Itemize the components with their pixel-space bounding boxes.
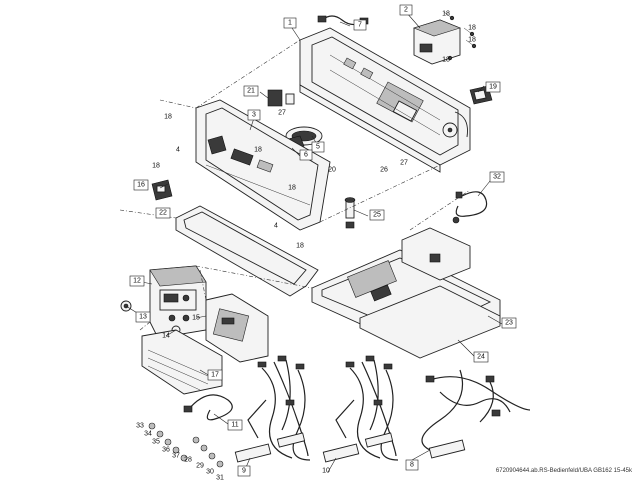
callout-5: 5	[316, 144, 320, 151]
callout-2: 2	[404, 7, 408, 14]
callout-32: 32	[493, 174, 501, 181]
callout-18c: 18	[468, 37, 476, 44]
part-12-control-housing	[149, 265, 207, 339]
callout-37: 37	[172, 453, 180, 460]
part-8-wiring-harness	[421, 369, 531, 459]
callout-36: 36	[162, 447, 170, 454]
part-22-front-cover	[175, 205, 319, 297]
assembly-guide-lines	[119, 39, 471, 331]
part-15-control-board	[205, 293, 269, 363]
callout-24: 24	[477, 354, 485, 361]
callout-18i: 18	[296, 243, 304, 250]
part-21-bracket	[267, 89, 295, 107]
callout-4a: 4	[176, 147, 180, 154]
part-32-sensor-cable	[452, 191, 488, 224]
callout-10: 10	[322, 468, 330, 475]
callout-3: 3	[252, 112, 256, 119]
callout-28: 28	[184, 457, 192, 464]
callout-33: 33	[136, 423, 144, 430]
callout-30: 30	[206, 469, 214, 476]
part-1-rear-housing	[299, 27, 471, 173]
part-10-wiring-harness	[322, 355, 399, 463]
callout-14: 14	[162, 333, 170, 340]
callout-18g: 18	[254, 147, 262, 154]
callout-18e: 18	[164, 114, 172, 121]
callout-labels: 1 2 3 4 4 5 6 7 8 9 10 11 12 13 14 15 16…	[129, 4, 517, 480]
callout-16: 16	[137, 182, 145, 189]
callout-34: 34	[144, 431, 152, 438]
callout-9: 9	[242, 468, 246, 475]
callout-22: 22	[159, 210, 167, 217]
callout-35: 35	[152, 439, 160, 446]
callout-31: 31	[216, 475, 224, 480]
callout-6: 6	[304, 152, 308, 159]
callout-17: 17	[211, 372, 219, 379]
callout-18a: 18	[442, 11, 450, 18]
screw-set-33-37	[148, 422, 224, 468]
callout-4b: 4	[274, 223, 278, 230]
part-16-switch	[151, 179, 173, 201]
part-11-cable	[183, 394, 233, 421]
callout-18f: 18	[152, 163, 160, 170]
callout-23: 23	[505, 320, 513, 327]
callout-27a: 27	[278, 110, 286, 117]
callout-18h: 18	[288, 185, 296, 192]
callout-21: 21	[247, 88, 255, 95]
callout-13: 13	[139, 314, 147, 321]
drawing-reference-code: 6720904644.ab.RS-Bedienfeld/UBA GB162 15…	[495, 468, 632, 474]
callout-18b: 18	[468, 25, 476, 32]
callout-19: 19	[489, 84, 497, 91]
callout-1: 1	[288, 20, 292, 27]
callout-11: 11	[231, 422, 238, 429]
callout-18d: 18	[442, 57, 450, 64]
callout-20: 20	[328, 167, 336, 174]
callout-12: 12	[133, 278, 141, 285]
callout-7: 7	[358, 22, 362, 29]
part-9-wiring-harness	[234, 355, 311, 463]
callout-29: 29	[196, 463, 204, 470]
callout-26: 26	[380, 167, 388, 174]
part-3-front-frame	[195, 99, 331, 231]
part-24-lower-tray	[359, 285, 501, 359]
callout-8: 8	[410, 462, 414, 469]
callout-27b: 27	[400, 160, 408, 167]
part-25-fuse-holder	[344, 197, 356, 229]
callout-25: 25	[373, 212, 381, 219]
part-2-connector-block	[413, 11, 477, 65]
callout-15: 15	[192, 315, 200, 322]
